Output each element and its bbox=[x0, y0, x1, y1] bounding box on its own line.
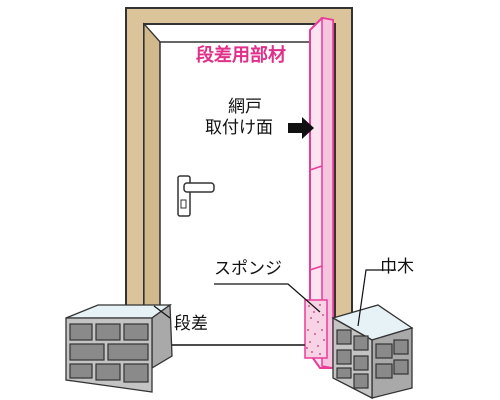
screen-mount-face-label-line1: 網戸 bbox=[228, 97, 262, 117]
right-arrow-icon bbox=[288, 117, 314, 139]
left-step-block bbox=[65, 303, 173, 393]
screen-mount-face-label-line2: 取付け面 bbox=[205, 118, 273, 138]
step-material-label: 段差用部材 bbox=[196, 45, 286, 66]
step-label: 段差 bbox=[174, 314, 208, 334]
leader-lines bbox=[153, 269, 396, 327]
baseboard-label: 巾木 bbox=[380, 257, 414, 277]
right-baseboard-block bbox=[331, 304, 414, 400]
sponge-label: スポンジ bbox=[214, 259, 282, 279]
door-handle-icon bbox=[177, 175, 215, 217]
sponge-part bbox=[304, 299, 328, 359]
